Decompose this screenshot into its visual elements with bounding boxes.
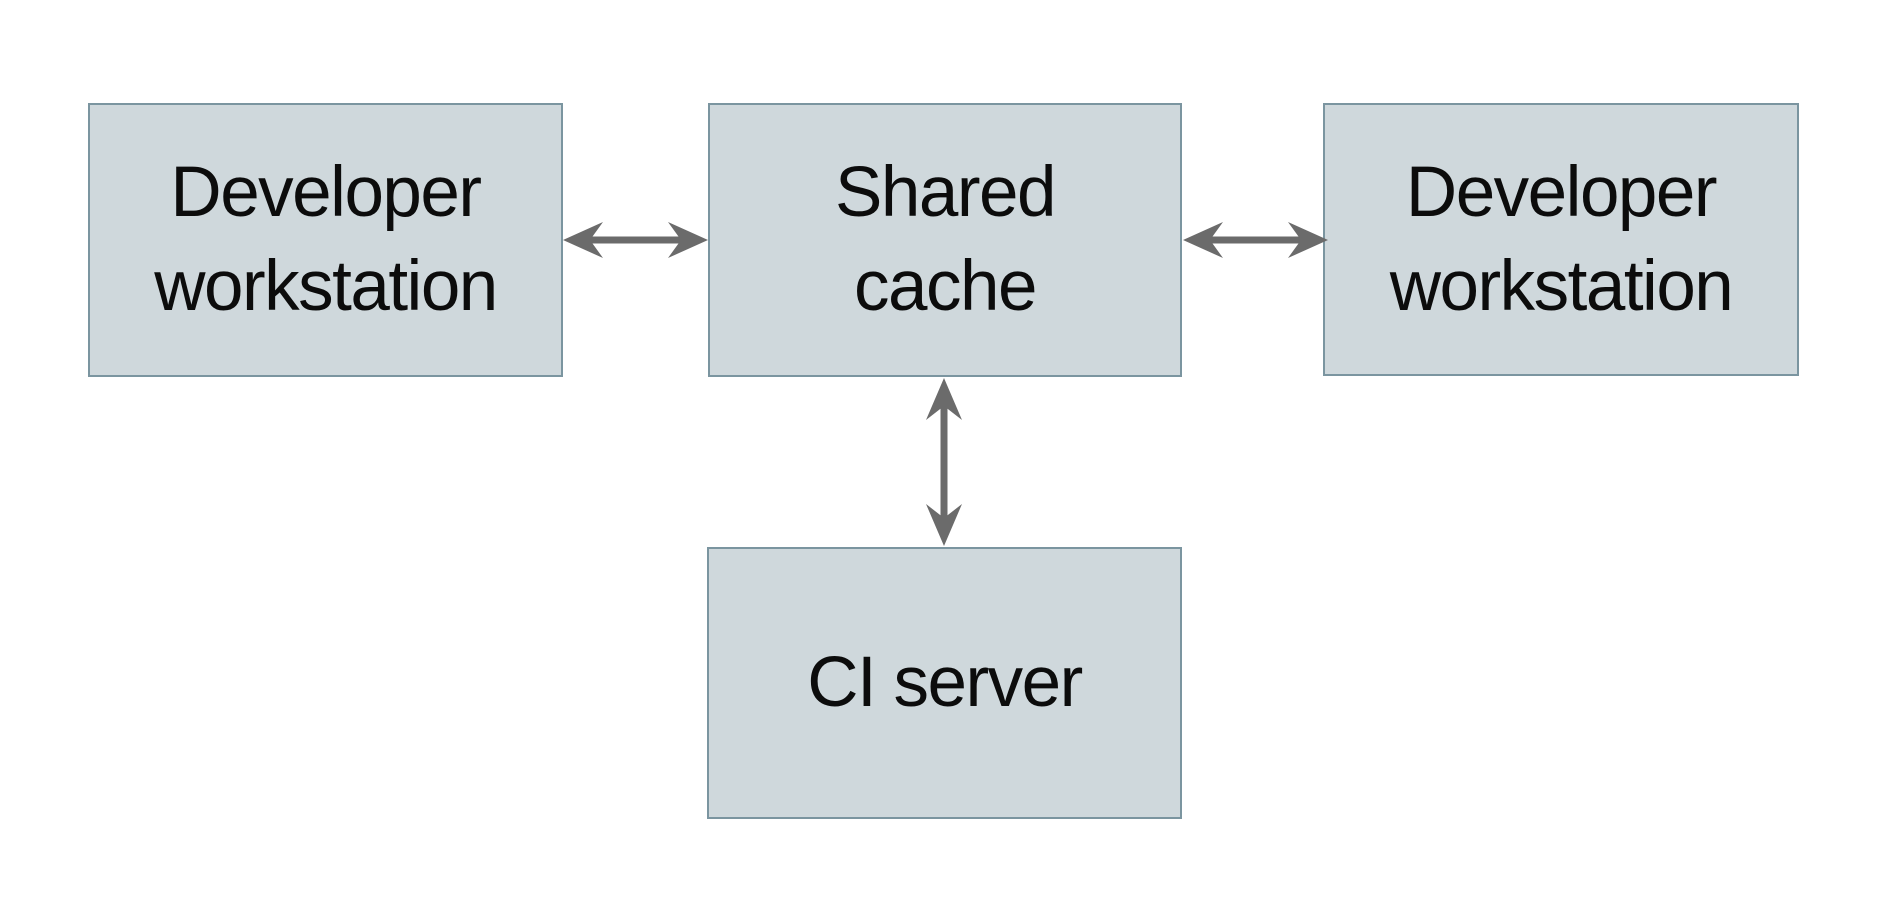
arrowhead-up-icon [926, 378, 962, 420]
node-developer-workstation-right: Developer workstation [1323, 103, 1799, 376]
node-shared-cache: Shared cache [708, 103, 1182, 377]
arrowhead-left-icon [563, 222, 603, 258]
node-label-line: workstation [154, 247, 498, 326]
bidirectional-arrow-shared-cache-ci-server [926, 378, 962, 546]
node-label-line: Developer [170, 153, 482, 233]
arrowhead-down-icon [926, 504, 962, 546]
bidirectional-arrow-dev-left-shared-cache [563, 222, 708, 258]
node-label-line: Shared [835, 153, 1056, 233]
node-label-line: workstation [1389, 246, 1734, 326]
bidirectional-arrow-shared-cache-dev-right [1183, 222, 1328, 258]
node-developer-workstation-left: Developer workstation [88, 103, 563, 377]
node-label-line: Developer [1405, 152, 1718, 232]
arrowhead-right-icon [668, 222, 708, 258]
arrowhead-left-icon [1183, 222, 1223, 258]
node-label-line: cache [854, 247, 1037, 326]
node-label-line: CI server [807, 643, 1083, 723]
node-ci-server: CI server [707, 547, 1182, 819]
arrowhead-right-icon [1288, 222, 1328, 258]
